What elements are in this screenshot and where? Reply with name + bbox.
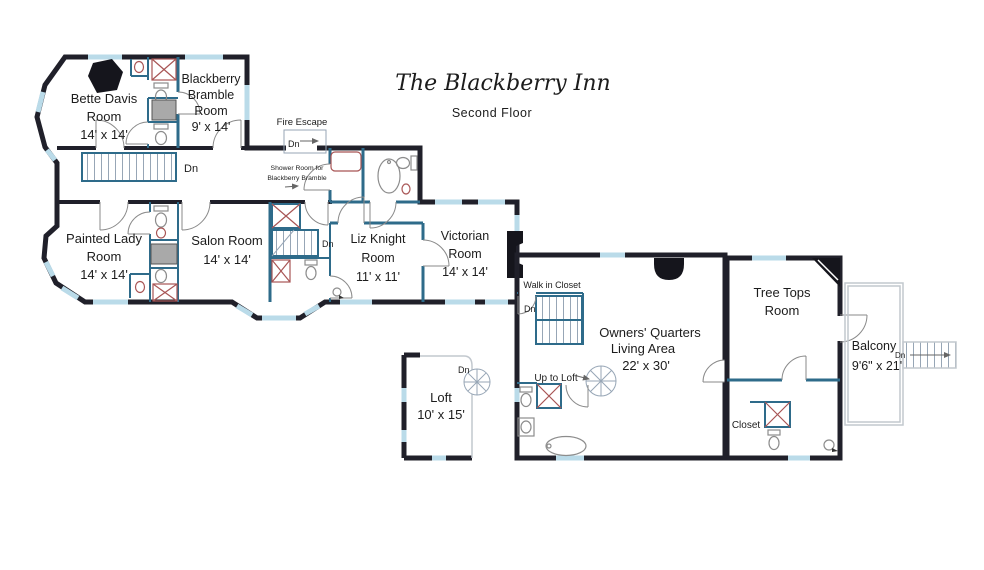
up-to-loft-arrow xyxy=(576,374,590,381)
bathtub-icon xyxy=(330,151,362,172)
left-wing-bathroom-fixtures xyxy=(133,58,418,302)
main-stairs xyxy=(81,152,177,182)
room-label-liz-knight: Liz Knight xyxy=(351,232,406,246)
toilet-icon xyxy=(519,386,533,393)
shower-icon xyxy=(536,383,562,409)
room-dims-owners-quarters: 22' x 30' xyxy=(622,358,670,373)
loft-dn-label: Dn xyxy=(458,365,470,375)
left-wing-windows xyxy=(35,54,520,321)
sink-icon xyxy=(401,183,411,195)
shower-room-label: Shower Room for xyxy=(271,165,325,172)
room-dims-blackberry-bramble: 9' x 14' xyxy=(192,120,231,134)
fireplace-owners xyxy=(654,258,684,280)
main-stairs-dn-label: Dn xyxy=(184,163,198,175)
room-label-loft: Loft xyxy=(430,390,452,405)
labels: The Blackberry Inn Second Floor Bette Da… xyxy=(66,71,905,431)
room-label-tree-tops: Room xyxy=(765,303,800,318)
room-label-salon: Salon Room xyxy=(191,233,263,248)
fire-escape-label: Fire Escape xyxy=(277,117,328,128)
room-label-victorian: Room xyxy=(448,247,481,261)
room-dims-loft: 10' x 15' xyxy=(417,407,465,422)
salon-stairs-dn-label: Dn xyxy=(322,239,334,249)
sink-icon xyxy=(517,417,535,437)
balcony-door xyxy=(835,314,868,343)
page-title: The Blackberry Inn xyxy=(395,71,610,96)
room-label-tree-tops: Tree Tops xyxy=(753,285,811,300)
toilet-icon xyxy=(153,123,169,130)
tree-tops-windows xyxy=(752,255,810,461)
room-label-blackberry-bramble: Room xyxy=(194,104,227,118)
shower-icon xyxy=(271,259,291,283)
walk-in-closet-dn-label: Dn xyxy=(524,304,536,314)
fireplace-tree-tops xyxy=(812,258,840,287)
spiral-stairs-up-to-loft xyxy=(585,365,617,397)
walk-in-closet-label: Walk in Closet xyxy=(523,280,581,290)
bathtub-icon xyxy=(545,435,587,457)
bathtub-icon xyxy=(377,158,401,194)
balcony-deck xyxy=(844,282,957,426)
room-dims-liz-knight: 11' x 11' xyxy=(356,270,400,284)
shower-room-label: Blackberry Bramble xyxy=(267,175,327,182)
walk-in-closet-stairs xyxy=(517,292,584,345)
page-subtitle: Second Floor xyxy=(452,106,532,120)
room-dims-balcony: 9'6" x 21' xyxy=(852,359,902,373)
toilet-icon xyxy=(304,259,318,266)
wall-light-icon xyxy=(332,287,344,299)
room-label-blackberry-bramble: Bramble xyxy=(188,88,235,102)
room-dims-bette-davis: 14' x 14' xyxy=(80,127,128,142)
room-label-bette-davis: Room xyxy=(87,109,122,124)
room-dims-painted-lady: 14' x 14' xyxy=(80,267,128,282)
room-label-painted-lady: Room xyxy=(87,249,122,264)
shower-icon xyxy=(152,283,178,302)
shower-room-arrow xyxy=(284,183,299,190)
tree-tops-outer-walls xyxy=(724,255,843,461)
balcony-dn-label: Dn xyxy=(895,351,905,360)
toilet-icon xyxy=(153,205,169,212)
room-label-blackberry-bramble: Blackberry xyxy=(181,72,241,86)
sink-icon xyxy=(134,280,146,294)
shower-icon xyxy=(151,58,177,81)
toilet-icon xyxy=(767,429,781,436)
salon-stairs xyxy=(271,229,319,257)
closet-label: Closet xyxy=(732,420,761,431)
owners-treetops-door xyxy=(702,359,730,383)
room-dims-salon: 14' x 14' xyxy=(203,252,251,267)
toilet-icon xyxy=(153,82,169,89)
toilet-icon xyxy=(154,268,168,284)
shower-icon xyxy=(151,99,177,121)
room-label-victorian: Victorian xyxy=(441,229,489,243)
room-label-liz-knight: Room xyxy=(361,251,394,265)
shower-icon xyxy=(764,401,791,428)
fire-escape-stairs xyxy=(283,129,327,154)
room-label-painted-lady: Painted Lady xyxy=(66,231,142,246)
left-wing-doors xyxy=(95,91,450,299)
shower-icon xyxy=(150,243,178,265)
loft-walls xyxy=(401,352,473,461)
room-label-owners-quarters: Living Area xyxy=(611,341,676,356)
owners-quarters-windows xyxy=(514,252,625,461)
up-to-loft-label: Up to Loft xyxy=(534,373,578,384)
room-label-balcony: Balcony xyxy=(852,339,897,353)
spiral-stairs-loft xyxy=(463,368,491,396)
owners-bathroom xyxy=(517,382,589,457)
room-label-owners-quarters: Owners' Quarters xyxy=(599,325,701,340)
toilet-icon xyxy=(410,155,418,171)
left-wing-interior-walls xyxy=(55,57,425,302)
wall-light-icon xyxy=(823,439,838,452)
sink-icon xyxy=(133,60,145,74)
room-dims-victorian: 14' x 14' xyxy=(442,265,488,279)
shower-icon xyxy=(271,203,301,229)
sink-icon xyxy=(155,227,167,239)
room-label-bette-davis: Bette Davis xyxy=(71,91,138,106)
fireplace-bette-davis xyxy=(88,59,123,93)
fire-escape-dn-label: Dn xyxy=(288,139,300,149)
tree-tops-interior xyxy=(727,355,840,452)
